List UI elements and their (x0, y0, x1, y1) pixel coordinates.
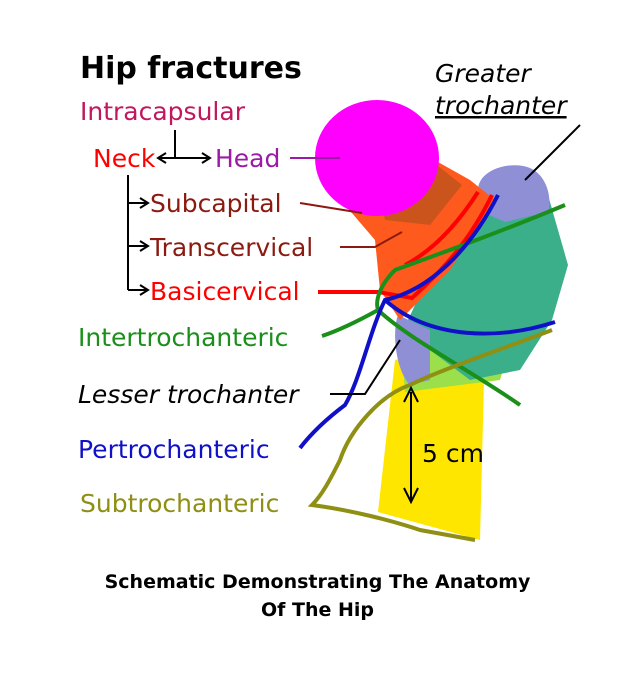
hip-fracture-diagram: Hip fractures Intracapsular Neck Head Su… (78, 51, 581, 542)
lesser-trochanter-leader (330, 339, 401, 395)
label-5cm: 5 cm (422, 439, 484, 468)
label-pertrochanteric: Pertrochanteric (78, 435, 270, 464)
bracket-arrow-left (156, 152, 167, 164)
intertrochanteric-line (321, 203, 566, 407)
label-neck: Neck (93, 144, 156, 173)
label-subtrochanteric: Subtrochanteric (80, 489, 279, 518)
measure-arrow-top (403, 385, 419, 403)
caption-line-2: Of The Hip (260, 599, 375, 621)
label-greater: Greater (435, 59, 533, 88)
caption-line-1: Schematic Demonstrating The Anatomy (104, 571, 531, 593)
figure-caption: Schematic Demonstrating The Anatomy Of T… (0, 568, 635, 624)
subtrochanteric-line (307, 328, 553, 542)
diagram-title: Hip fractures (80, 51, 302, 86)
bracket-arrow-right (201, 152, 212, 164)
femoral-head (315, 100, 439, 216)
intracapsular-bracket (158, 130, 210, 159)
measure-arrow-bottom (403, 487, 419, 505)
greater-trochanter-leader (524, 124, 581, 181)
label-subcapital: Subcapital (150, 189, 282, 218)
tree-arrow-2 (139, 240, 150, 252)
neck-tree (127, 175, 146, 291)
label-head: Head (215, 144, 280, 173)
label-intracapsular: Intracapsular (80, 97, 246, 126)
label-intertrochanteric: Intertrochanteric (78, 323, 288, 352)
subcapital-line (404, 190, 480, 267)
greater-trochanter (478, 165, 550, 222)
tree-arrow-3 (139, 284, 150, 296)
label-lesser-trochanter: Lesser trochanter (78, 380, 300, 409)
transcervical-leader (340, 231, 403, 248)
pertrochanteric-line (298, 194, 556, 450)
label-transcervical: Transcervical (149, 233, 313, 262)
label-basicervical: Basicervical (150, 277, 300, 306)
subcapital-leader (299, 202, 363, 214)
label-trochanter: trochanter (435, 91, 568, 120)
tree-arrow-1 (139, 197, 150, 209)
